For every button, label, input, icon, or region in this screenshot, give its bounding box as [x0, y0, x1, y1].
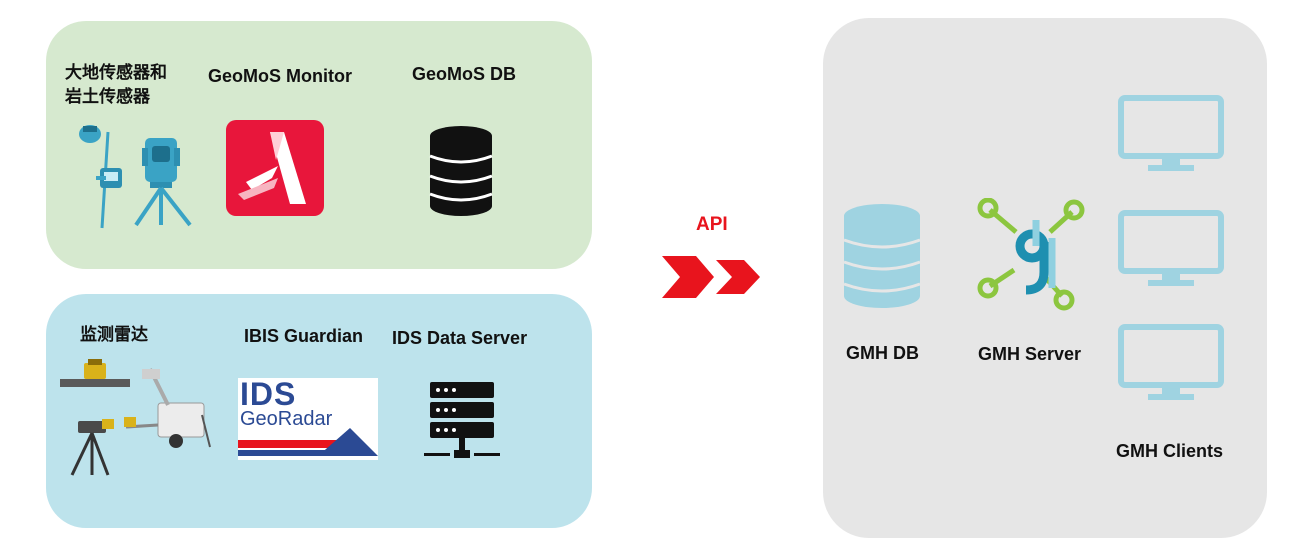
gmh-server-label: GMH Server: [978, 344, 1082, 364]
client-monitor-icon: [1118, 324, 1224, 404]
ids-data-server-label: IDS Data Server: [392, 328, 528, 348]
client-monitor-icon: [1118, 95, 1224, 175]
sensors-icon: [70, 120, 200, 230]
gmh-db-label: GMH DB: [846, 343, 919, 363]
gmh-clients-label: GMH Clients: [1116, 441, 1224, 461]
ids-georadar-logo: IDS GeoRadar: [238, 376, 378, 460]
ids-logo-text: IDS: [240, 376, 297, 412]
gmh-server-icon: [976, 198, 1092, 312]
radar-equipment-icon: [58, 355, 213, 480]
geomos-db-icon: [428, 124, 494, 216]
ids-server-icon: [424, 380, 500, 462]
sensors-label-line2: 岩土传感器: [65, 87, 150, 107]
api-label: API: [696, 214, 728, 235]
client-monitor-icon: [1118, 210, 1224, 290]
ibis-guardian-label: IBIS Guardian: [244, 326, 364, 346]
geomos-monitor-label: GeoMoS Monitor: [208, 66, 352, 86]
api-arrow-icon: [662, 256, 762, 298]
sensors-label-line1: 大地传感器和: [65, 63, 167, 83]
geomos-monitor-icon: [226, 120, 324, 216]
geomos-db-label: GeoMoS DB: [412, 64, 517, 84]
gmh-db-icon: [842, 202, 922, 308]
radar-label: 监测雷达: [80, 325, 148, 345]
georadar-logo-text: GeoRadar: [240, 408, 333, 430]
